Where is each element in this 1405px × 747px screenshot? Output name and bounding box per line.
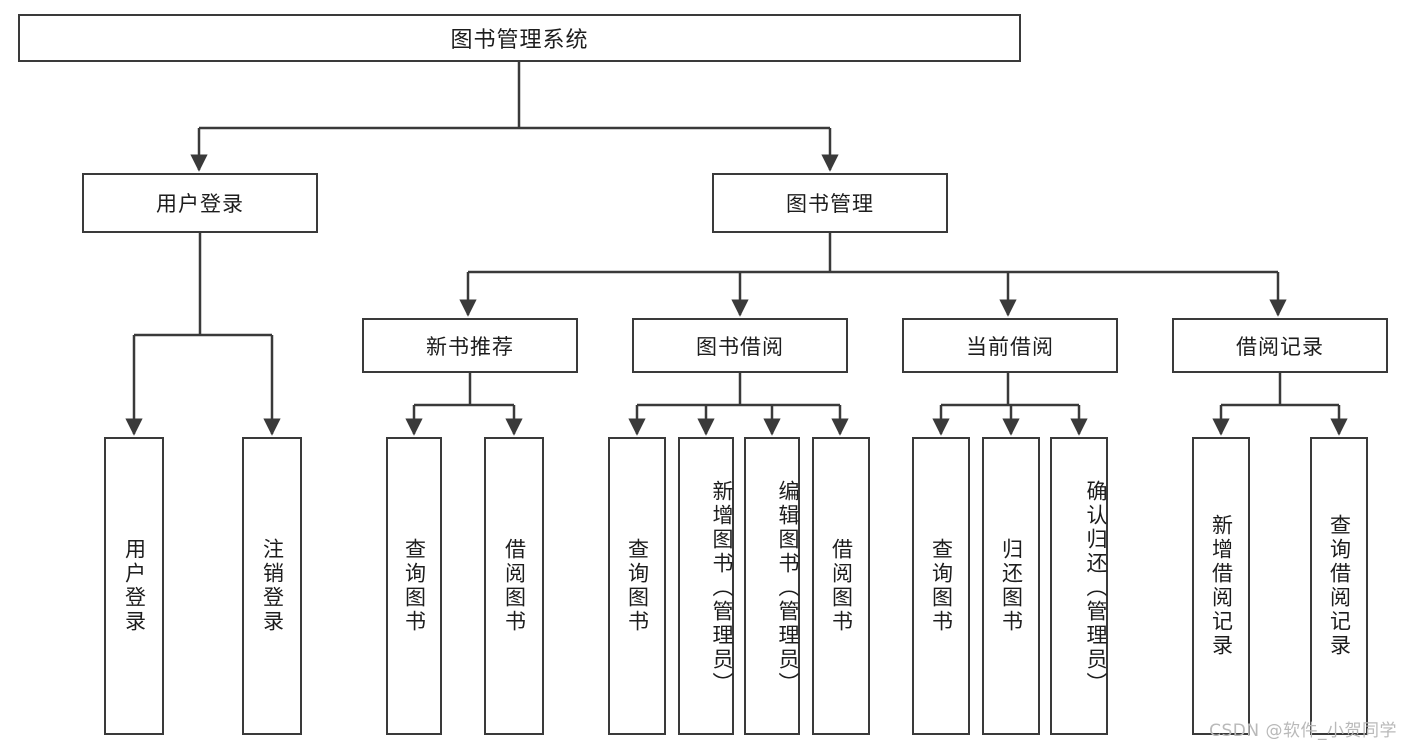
node-leaf-add-book[interactable]: 新增图书（管理员） [678, 437, 734, 735]
node-leaf-confirm-return[interactable]: 确认归还（管理员） [1050, 437, 1108, 735]
node-leaf-add-record[interactable]: 新增借阅记录 [1192, 437, 1250, 735]
node-user-login-label: 用户登录 [156, 192, 244, 216]
node-leaf-return-book-label: 归还图书 [999, 538, 1024, 634]
node-leaf-query-book-rec-label: 查询图书 [402, 538, 427, 634]
node-leaf-borrow-book-rec-label: 借阅图书 [502, 538, 527, 634]
node-leaf-edit-book[interactable]: 编辑图书（管理员） [744, 437, 800, 735]
node-leaf-confirm-return-label: 确认归还（管理员） [1084, 480, 1108, 696]
node-leaf-edit-book-label: 编辑图书（管理员） [776, 480, 800, 696]
node-leaf-query-record[interactable]: 查询借阅记录 [1310, 437, 1368, 735]
node-leaf-add-record-label: 新增借阅记录 [1209, 514, 1234, 658]
node-leaf-query-record-label: 查询借阅记录 [1327, 514, 1352, 658]
node-leaf-borrow-book-label: 借阅图书 [829, 538, 854, 634]
node-book-manage[interactable]: 图书管理 [712, 173, 948, 233]
node-leaf-borrow-book-rec[interactable]: 借阅图书 [484, 437, 544, 735]
node-leaf-borrow-book[interactable]: 借阅图书 [812, 437, 870, 735]
node-leaf-query-book-rec[interactable]: 查询图书 [386, 437, 442, 735]
node-leaf-return-book[interactable]: 归还图书 [982, 437, 1040, 735]
node-leaf-query-book[interactable]: 查询图书 [608, 437, 666, 735]
node-root-label: 图书管理系统 [450, 28, 589, 53]
node-leaf-query-current-label: 查询图书 [929, 538, 954, 634]
node-book-borrow[interactable]: 图书借阅 [632, 318, 848, 373]
node-leaf-user-login-label: 用户登录 [122, 538, 147, 634]
node-root[interactable]: 图书管理系统 [18, 14, 1021, 62]
node-leaf-query-book-label: 查询图书 [625, 538, 650, 634]
node-leaf-user-logout[interactable]: 注销登录 [242, 437, 302, 735]
node-book-borrow-label: 图书借阅 [696, 334, 784, 359]
node-current-borrow-label: 当前借阅 [966, 334, 1054, 359]
node-book-manage-label: 图书管理 [786, 192, 874, 216]
node-current-borrow[interactable]: 当前借阅 [902, 318, 1118, 373]
watermark: CSDN @软件_小贺同学 [1209, 721, 1397, 741]
node-leaf-user-login[interactable]: 用户登录 [104, 437, 164, 735]
node-leaf-add-book-label: 新增图书（管理员） [710, 480, 734, 696]
node-leaf-query-current[interactable]: 查询图书 [912, 437, 970, 735]
node-user-login[interactable]: 用户登录 [82, 173, 318, 233]
node-new-book-rec[interactable]: 新书推荐 [362, 318, 578, 373]
node-borrow-record-label: 借阅记录 [1236, 334, 1324, 359]
node-borrow-record[interactable]: 借阅记录 [1172, 318, 1388, 373]
node-new-book-rec-label: 新书推荐 [426, 334, 514, 359]
node-leaf-user-logout-label: 注销登录 [260, 538, 285, 634]
